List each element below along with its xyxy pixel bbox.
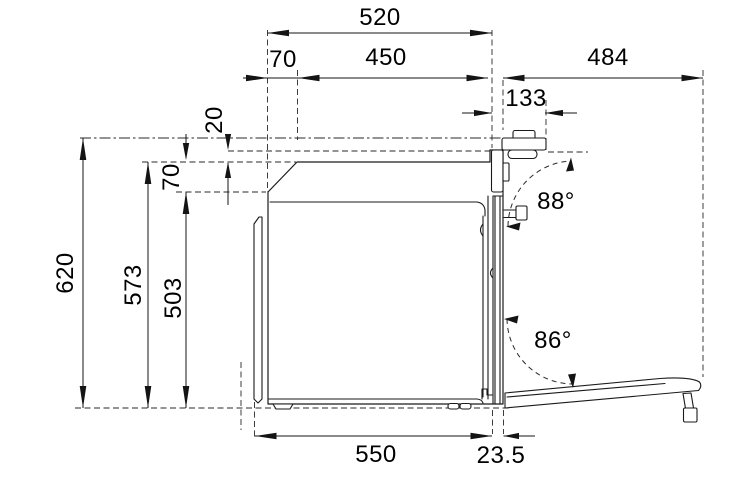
hinge-bump-lower bbox=[479, 223, 484, 237]
angle-label-88: 88° bbox=[537, 188, 575, 215]
dim-label-503: 503 bbox=[160, 277, 187, 319]
dim-label-70-side: 70 bbox=[158, 163, 185, 191]
oven-silhouette bbox=[267, 149, 504, 405]
angle-arcs bbox=[504, 157, 576, 388]
door-latch bbox=[503, 209, 517, 219]
dim-label-573: 573 bbox=[120, 264, 147, 306]
oven-foot-right-b bbox=[459, 402, 472, 410]
hinge-bump-upper bbox=[489, 267, 494, 279]
dim-label-484: 484 bbox=[587, 44, 629, 71]
hinge-bracket bbox=[481, 388, 493, 400]
open-door-panel bbox=[504, 377, 702, 409]
handle-lip bbox=[507, 149, 538, 160]
oven-body bbox=[253, 149, 528, 410]
arc-86 bbox=[506, 318, 573, 385]
side-trim-panel bbox=[253, 216, 263, 404]
dim-label-550: 550 bbox=[355, 441, 397, 468]
dim-label-70-top: 70 bbox=[269, 46, 297, 73]
dim-label-133: 133 bbox=[505, 85, 547, 112]
arc-88 bbox=[507, 160, 572, 227]
door-latch-knob bbox=[515, 205, 528, 221]
open-door-handle-stem bbox=[682, 392, 695, 410]
handle-plate bbox=[501, 137, 547, 151]
door-handle-top bbox=[501, 129, 547, 160]
dimension-labels: 520 70 450 484 133 620 573 503 70 20 550… bbox=[52, 4, 629, 469]
angle-label-86: 86° bbox=[534, 327, 572, 354]
dim-label-450: 450 bbox=[365, 44, 407, 71]
oven-foot-right-a bbox=[447, 402, 460, 410]
open-door-handle-knob bbox=[682, 407, 698, 423]
dim-label-20: 20 bbox=[201, 106, 228, 134]
dim-label-23-5: 23.5 bbox=[477, 442, 526, 469]
oven-door-open bbox=[504, 377, 702, 423]
oven-foot-left bbox=[272, 403, 294, 410]
dim-label-520: 520 bbox=[359, 4, 401, 31]
dim-label-620: 620 bbox=[52, 252, 79, 294]
frame-side-block bbox=[502, 162, 510, 182]
control-frame bbox=[490, 149, 504, 193]
dimension-lines bbox=[79, 29, 703, 440]
